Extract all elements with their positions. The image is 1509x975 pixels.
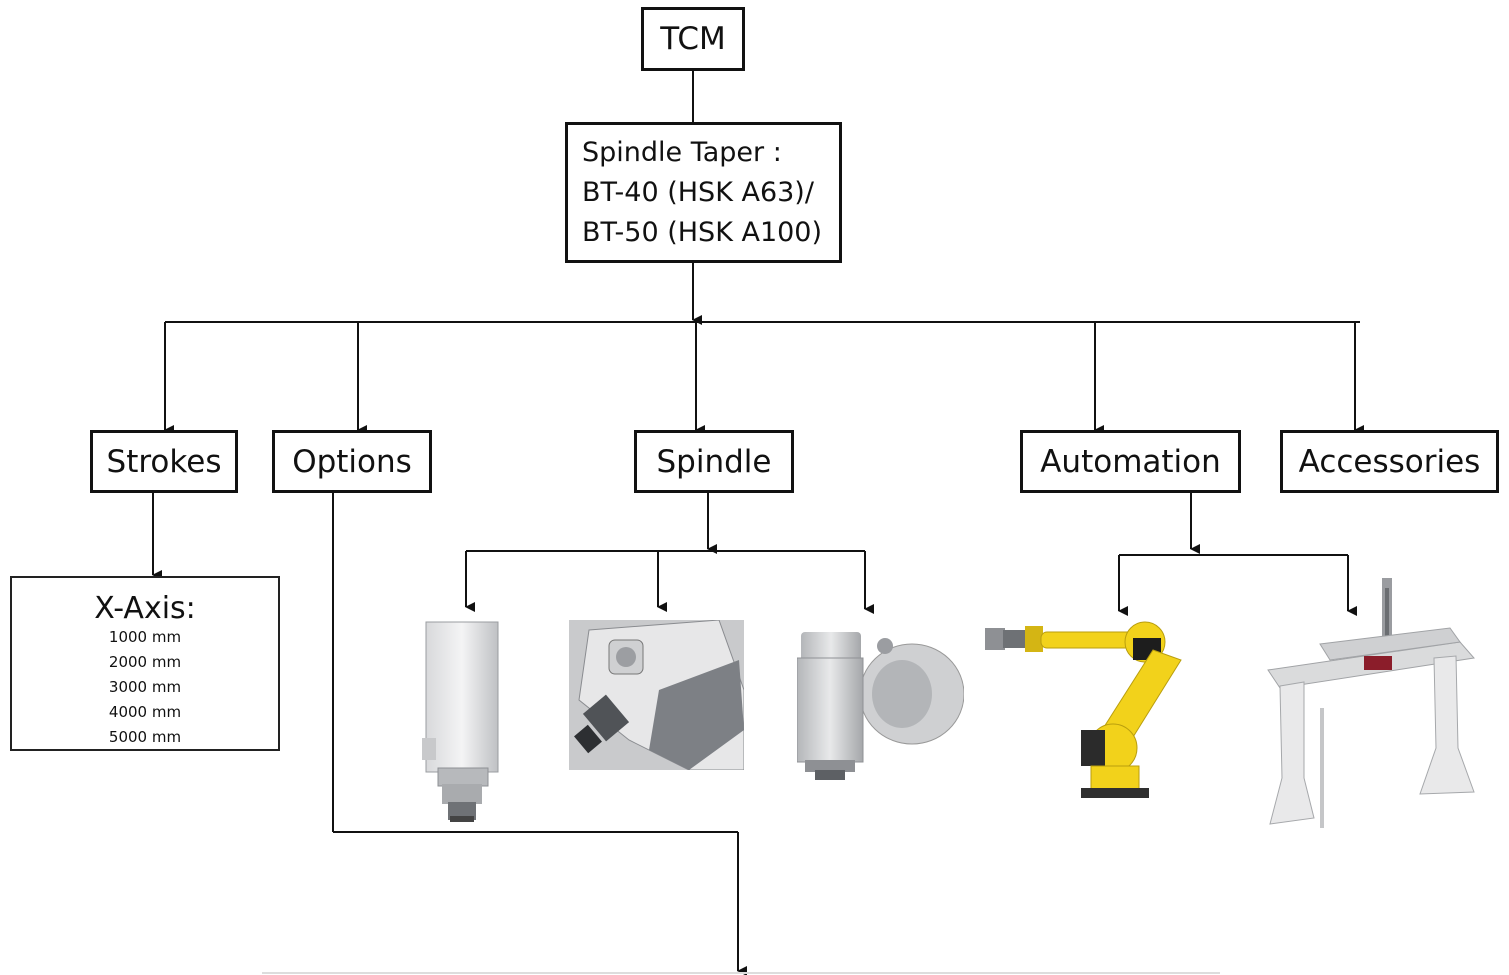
x-axis-value-2: 2000 mm [108,653,182,671]
x-axis-value-5: 5000 mm [108,728,182,746]
fork-head-spindle-image [797,632,964,780]
spindle-taper-box: Spindle Taper : BT-40 (HSK A63)/ BT-50 (… [565,122,842,263]
x-axis-value-1: 1000 mm [108,628,182,646]
options-box: Options [272,430,432,493]
taper-line-2: BT-40 (HSK A63)/ [582,176,814,208]
accessories-label: Accessories [1298,443,1481,480]
x-axis-value-3: 3000 mm [108,678,182,696]
vertical-spindle-head-image [422,621,499,822]
angled-spindle-head-image [569,620,744,770]
x-axis-title: X-Axis: [94,591,196,626]
automation-box: Automation [1020,430,1241,493]
strokes-box: Strokes [90,430,238,493]
root-node-box: TCM [641,7,745,71]
strokes-label: Strokes [106,443,222,480]
automation-label: Automation [1040,443,1221,480]
gantry-loader-image [1267,578,1475,828]
x-axis-value-4: 4000 mm [108,703,182,721]
x-axis-strokes-box: X-Axis: 1000 mm 2000 mm 3000 mm 4000 mm … [10,576,280,751]
taper-line-1: Spindle Taper : [582,136,782,168]
options-label: Options [292,443,412,480]
industrial-robot-arm-image [985,621,1182,798]
accessories-box: Accessories [1280,430,1499,493]
taper-line-3: BT-50 (HSK A100) [582,216,823,248]
root-node-label: TCM [660,21,726,57]
spindle-label: Spindle [656,443,772,480]
spindle-box: Spindle [634,430,794,493]
